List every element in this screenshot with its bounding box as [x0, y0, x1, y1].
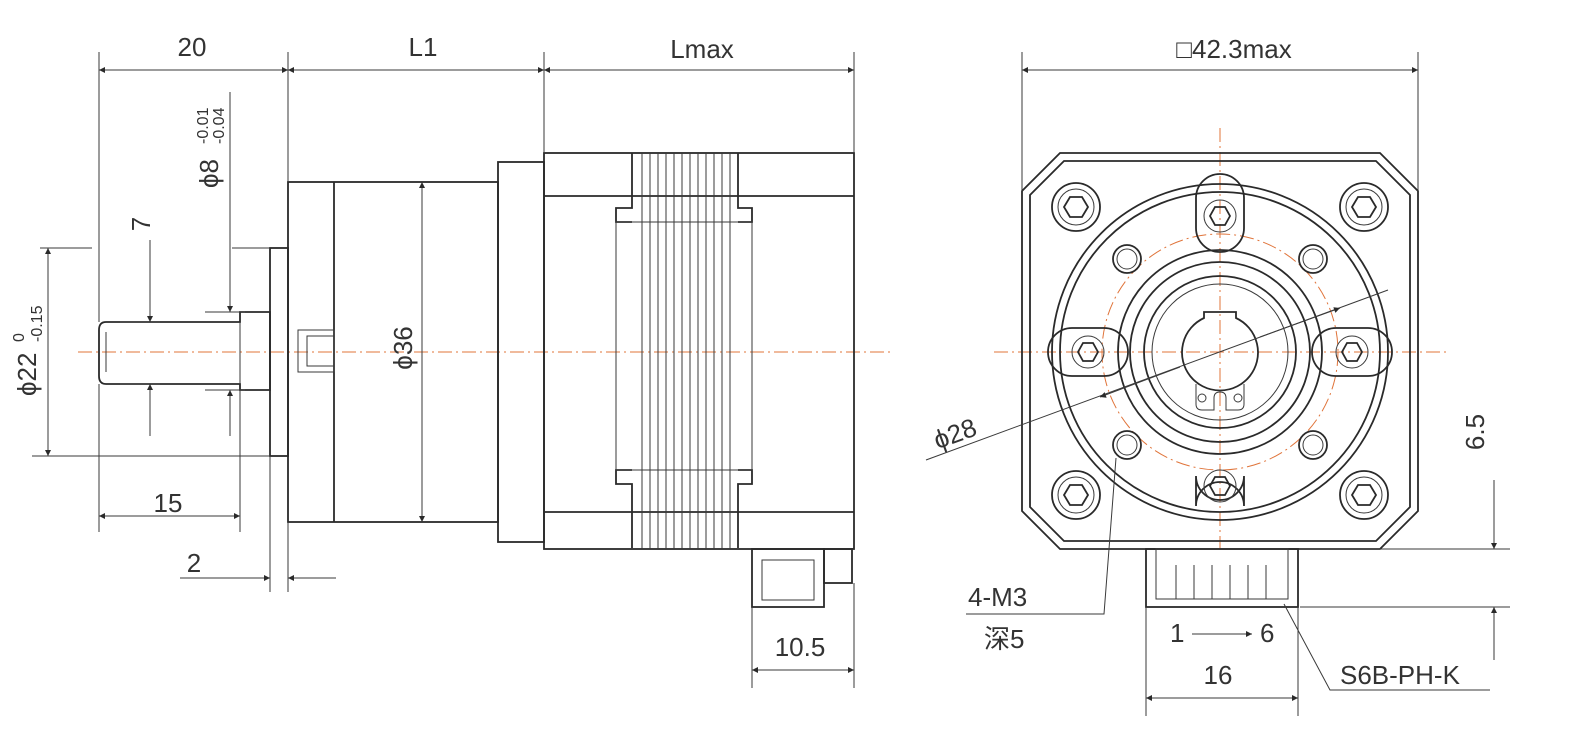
m3-leader	[966, 457, 1117, 615]
stator-laminations	[641, 153, 731, 549]
gearbox-screw-left	[1047, 327, 1129, 377]
svg-text:ϕ22: ϕ22	[12, 353, 42, 396]
corner-screw	[1051, 470, 1101, 520]
dim-6-5-label: 6.5	[1460, 414, 1490, 450]
connector-leader	[1283, 603, 1490, 691]
front-view: □42.3max ϕ28 6.5 4-M3 深5 1 6 16 S6B-PH-K	[925, 34, 1510, 716]
svg-text:ϕ8: ϕ8	[194, 159, 224, 188]
m3-hole	[1298, 244, 1328, 274]
front-dimension-lines	[925, 67, 1497, 701]
front-extension-lines	[1021, 52, 1510, 716]
bolt-circle	[1101, 233, 1339, 471]
dim-20-label: 20	[178, 32, 207, 62]
pin-first-label: 1	[1170, 618, 1184, 648]
output-shaft-end	[1181, 311, 1259, 411]
svg-text:-0.01: -0.01	[195, 107, 212, 144]
side-extension-lines	[32, 52, 855, 688]
corner-screw	[1339, 182, 1389, 232]
thread-spec-label: 4-M3	[968, 582, 1027, 612]
motor-body	[543, 152, 855, 550]
thread-depth-label: 深5	[984, 624, 1024, 654]
dim-phi36-label: ϕ36	[388, 326, 418, 369]
side-dimension-lines	[45, 67, 854, 673]
output-shaft	[98, 311, 271, 391]
dim-16-label: 16	[1204, 660, 1233, 690]
dim-lmax-label: Lmax	[670, 34, 734, 64]
corner-screw	[1339, 470, 1389, 520]
svg-text:-0.04: -0.04	[211, 107, 228, 144]
dim-phi8-label: ϕ8 -0.01 -0.04	[194, 107, 228, 188]
corner-screw	[1051, 182, 1101, 232]
dim-square-label: □42.3max	[1176, 34, 1291, 64]
svg-text:-0.15: -0.15	[29, 305, 46, 342]
gearbox-face	[1051, 183, 1389, 521]
dim-phi28-arrow-a	[1099, 366, 1181, 398]
gearbox-screw-right	[1311, 327, 1393, 377]
dim-l1-label: L1	[409, 32, 438, 62]
m3-hole	[1298, 430, 1328, 460]
m3-hole	[1112, 244, 1142, 274]
connector-front	[1145, 548, 1299, 608]
dim-10-5-label: 10.5	[775, 632, 826, 662]
gearbox-screw-bottom	[1195, 469, 1245, 507]
pin-last-label: 6	[1260, 618, 1274, 648]
connector-part-label: S6B-PH-K	[1340, 660, 1461, 690]
dim-phi28-label: ϕ28	[929, 412, 980, 455]
dim-phi22-label: ϕ22 0 -0.15	[11, 305, 46, 396]
dim-phi28-arrow-b	[1259, 307, 1341, 338]
dim-2-label: 2	[187, 548, 201, 578]
gearbox-screw-top	[1195, 173, 1245, 253]
side-view: 20 L1 Lmax 15 2 10.5 7 ϕ8 -0.01 -0.04 ϕ2…	[11, 32, 890, 688]
m3-hole	[1112, 430, 1142, 460]
dim-7-label: 7	[126, 217, 156, 231]
svg-text:0: 0	[11, 333, 28, 342]
dim-15-label: 15	[154, 488, 183, 518]
connector-side	[751, 548, 853, 608]
